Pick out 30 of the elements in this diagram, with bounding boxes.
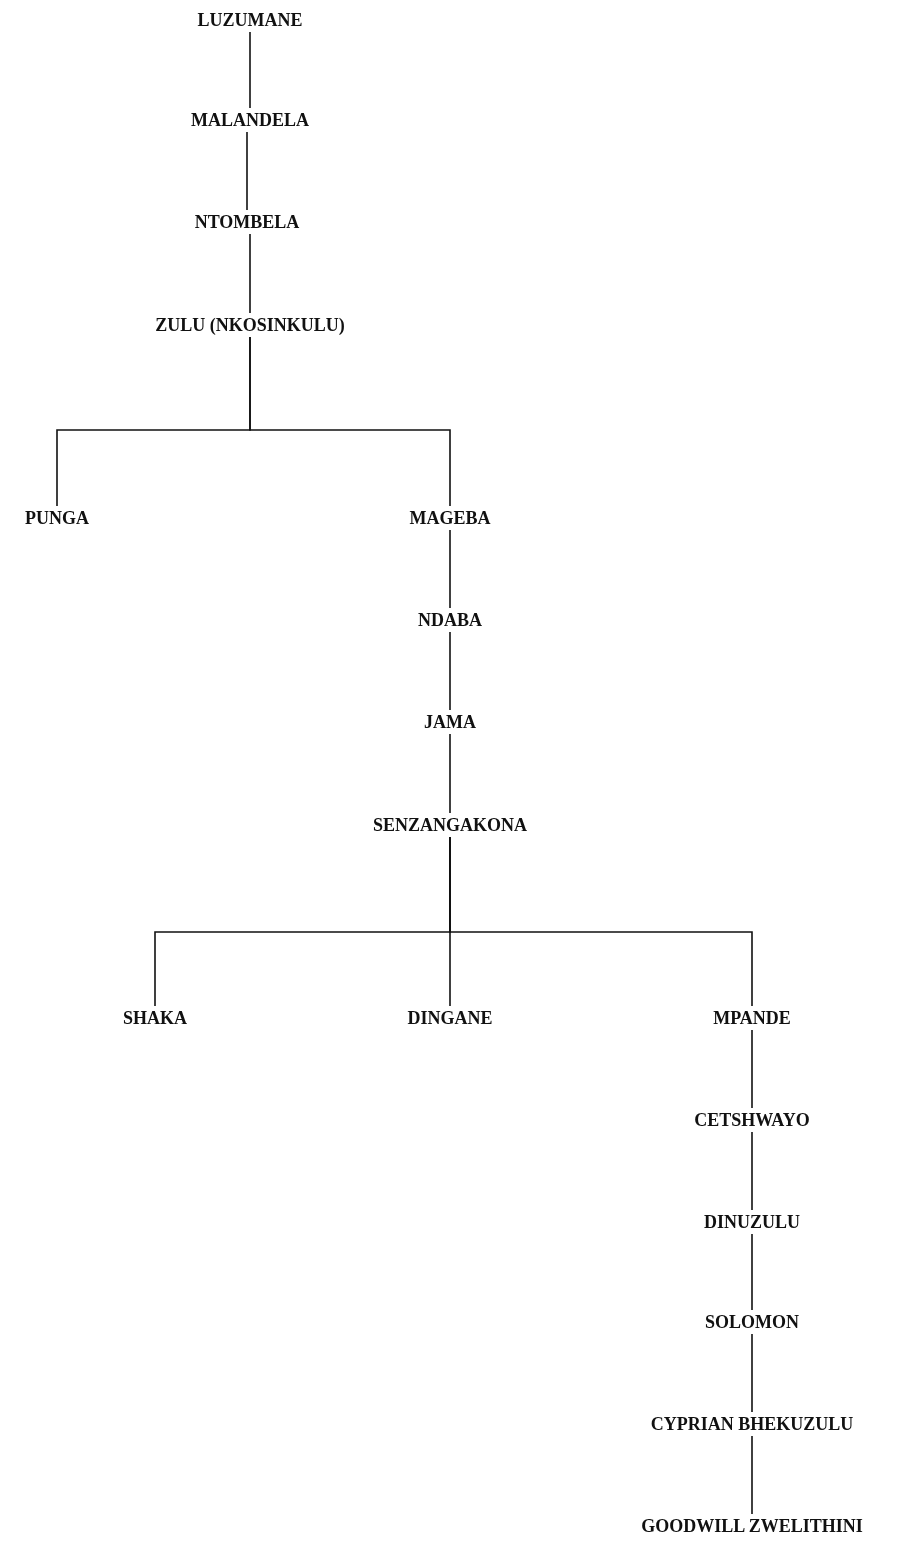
tree-line (449, 836, 753, 1007)
person-name: MPANDE (713, 1006, 791, 1030)
person-name: ZULU (NKOSINKULU) (155, 313, 345, 337)
person-name: MAGEBA (409, 506, 491, 530)
tree-line (249, 31, 251, 109)
tree-line (751, 1435, 753, 1515)
tree-line (751, 1131, 753, 1211)
person-name: DINUZULU (704, 1210, 800, 1234)
person-name: SOLOMON (705, 1310, 799, 1334)
tree-line (751, 1333, 753, 1413)
person-name: PUNGA (25, 506, 89, 530)
person-name: JAMA (424, 710, 476, 734)
tree-line (449, 631, 451, 711)
person-name: SHAKA (123, 1006, 187, 1030)
person-name: CYPRIAN BHEKUZULU (650, 1412, 854, 1436)
person-name: NTOMBELA (194, 210, 300, 234)
tree-line (449, 733, 451, 814)
tree-line (449, 529, 451, 609)
person-name: NDABA (418, 608, 482, 632)
person-name: SENZANGAKONA (373, 813, 527, 837)
tree-line (246, 131, 248, 211)
tree-line (751, 1029, 753, 1109)
tree-line (751, 1233, 753, 1311)
person-name: DINGANE (407, 1006, 493, 1030)
person-name: MALANDELA (191, 108, 309, 132)
tree-line (249, 336, 451, 507)
tree-line (249, 233, 251, 314)
person-name: CETSHWAYO (694, 1108, 810, 1132)
person-name: LUZUMANE (197, 8, 303, 32)
person-name: GOODWILL ZWELITHINI (641, 1514, 863, 1538)
